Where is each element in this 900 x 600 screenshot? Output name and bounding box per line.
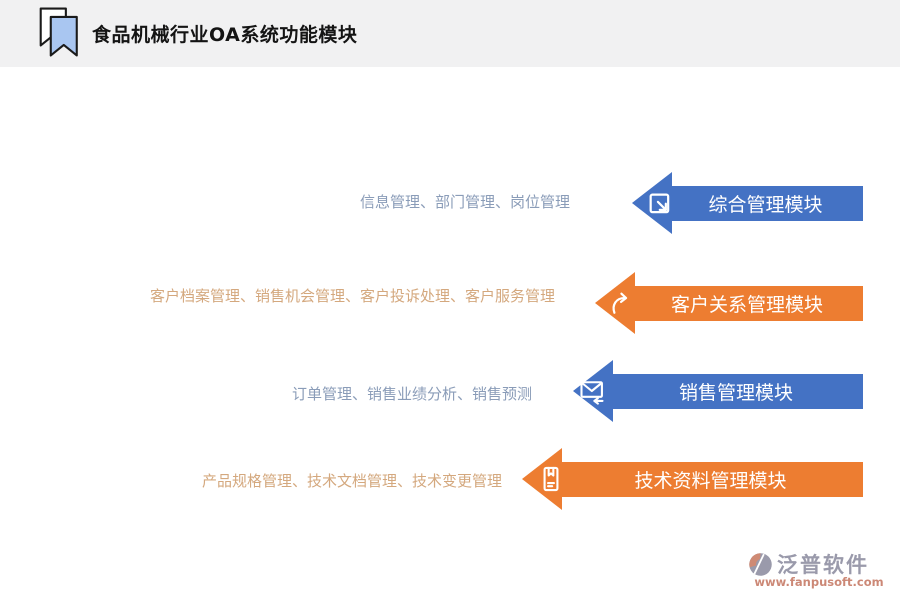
module-3-description: 订单管理、销售业绩分析、销售预测 [291, 385, 532, 403]
module-4-banner: 技术资料管理模块 [558, 462, 863, 497]
bookmark-icon [34, 6, 86, 62]
footer-brand: 泛普软件 www.fanpusoft.com [745, 548, 893, 592]
mail-receive-icon [578, 377, 606, 405]
page-title: 食品机械行业OA系统功能模块 [92, 24, 358, 46]
module-2-banner: 客户关系管理模块 [631, 286, 863, 321]
module-4-description: 产品规格管理、技术文档管理、技术变更管理 [201, 472, 502, 490]
header: 食品机械行业OA系统功能模块 [0, 0, 900, 67]
module-2-description: 客户档案管理、销售机会管理、客户投诉处理、客户服务管理 [149, 287, 555, 305]
brand-website: www.fanpusoft.com [754, 575, 884, 589]
module-4-arrow-head [522, 448, 562, 510]
module-1-description: 信息管理、部门管理、岗位管理 [359, 193, 570, 211]
journal-icon [537, 465, 565, 493]
brand-name: 泛普软件 [777, 553, 869, 577]
fanpu-logo-icon [747, 551, 774, 578]
redo-arrow-icon [608, 290, 636, 318]
module-3-banner: 销售管理模块 [609, 374, 863, 409]
module-1-banner: 综合管理模块 [668, 186, 863, 221]
external-link-icon [646, 190, 674, 218]
